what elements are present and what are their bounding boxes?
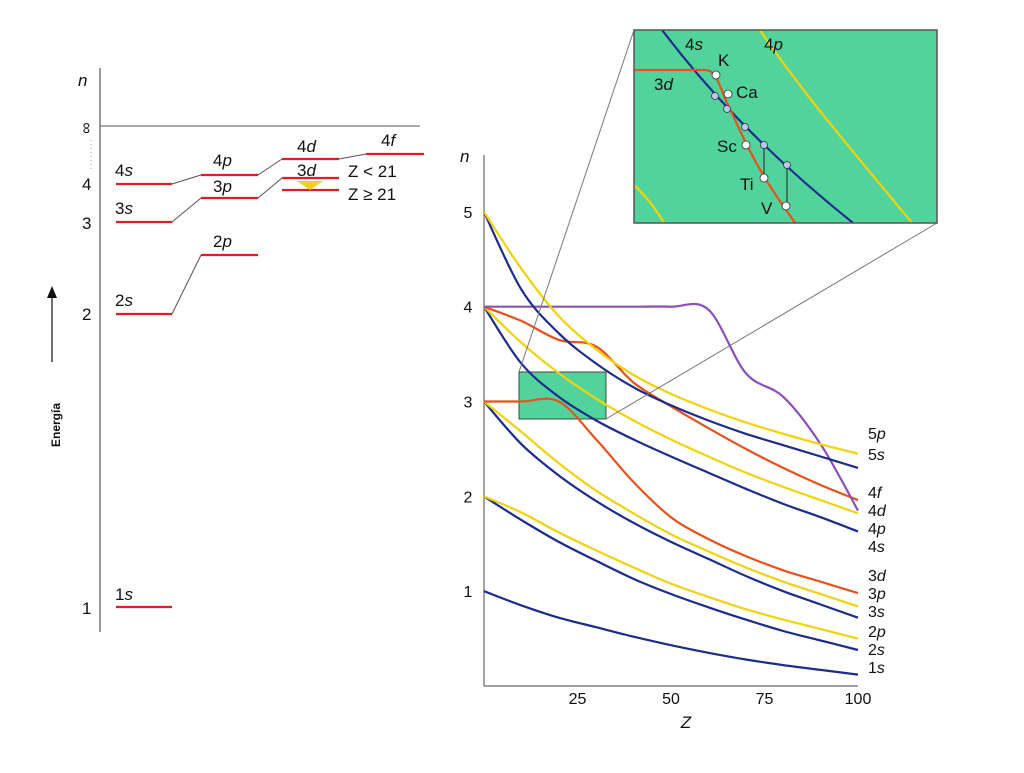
level-label-1s: 1s (115, 585, 133, 604)
inset-curve-4s (661, 30, 855, 223)
inset-label-3d: 3d (654, 75, 673, 94)
zoom-connector-left (518, 29, 635, 373)
curve-3s (483, 400, 859, 619)
inset-curves (634, 30, 914, 223)
curve-3d (484, 397, 859, 595)
inset-curve-3d (634, 68, 797, 223)
energy-vs-z-chart: n Z 25 50 75 100 1 2 3 4 5 (460, 147, 887, 732)
marker-v-3d (781, 201, 791, 211)
n-tick-2: 2 (82, 305, 91, 324)
curve-2s (483, 495, 859, 652)
level-label-3p: 3p (213, 177, 232, 196)
ytick-label-4: 4 (464, 300, 473, 317)
down-arrow-marker-icon (297, 181, 323, 190)
left-axis-n-label: n (78, 71, 87, 90)
element-label-sc: Sc (717, 137, 737, 156)
series-label-2p: 2p (868, 624, 886, 641)
ytick-label-3: 3 (464, 395, 473, 412)
series-label-5p: 5p (868, 426, 886, 443)
level-label-4p: 4p (213, 151, 232, 170)
inset-curve-4p (759, 30, 914, 223)
ytick-label-1: 1 (464, 584, 473, 601)
n-tick-1: 1 (82, 599, 91, 618)
element-label-v: V (761, 199, 773, 218)
ytick-label-2: 2 (464, 489, 473, 506)
inset-zoom-panel: 4s 4p 3d K Ca Sc Ti V (633, 29, 938, 224)
level-connectors (171, 153, 367, 315)
series-label-4s: 4s (868, 539, 885, 556)
inset-border (633, 29, 938, 224)
xtick-label-50: 50 (662, 691, 680, 708)
curve-5s (483, 211, 859, 469)
curve-2p (483, 495, 859, 640)
marker-ca-3d (723, 89, 733, 99)
inset-background (634, 30, 937, 223)
inset-element-markers (711, 70, 791, 211)
level-labels: 1s 2s 2p 3s 3p 3d 4s 4p 4d 4f (115, 131, 397, 604)
series-label-2s: 2s (868, 642, 885, 659)
infinity-symbol: ∞ (78, 122, 95, 133)
series-label-3p: 3p (868, 586, 886, 603)
series-label-3s: 3s (868, 604, 885, 621)
marker-sc-3d (741, 140, 751, 150)
curve-1s (483, 590, 859, 676)
marker-ti-4s (760, 141, 768, 149)
inset-label-4p: 4p (764, 35, 783, 54)
xtick-label-25: 25 (569, 691, 587, 708)
energy-arrow-head-icon (47, 286, 57, 298)
level-label-4f: 4f (381, 131, 397, 150)
orbital-curves (483, 211, 859, 676)
marker-ca-4s (723, 105, 731, 113)
chart-xtick-labels: 25 50 75 100 (569, 691, 872, 708)
energy-axis-label: Energía (49, 403, 63, 447)
xtick-label-75: 75 (756, 691, 774, 708)
marker-v-4s (783, 161, 791, 169)
inset-label-4s: 4s (685, 35, 703, 54)
n-tick-3: 3 (82, 214, 91, 233)
marker-k-4s (711, 92, 719, 100)
curve-4s (483, 306, 859, 533)
zoom-connector-right (605, 222, 938, 420)
series-label-4d: 4d (868, 503, 887, 520)
element-label-ti: Ti (740, 175, 754, 194)
level-lines (116, 152, 424, 609)
inset-labels: 4s 4p 3d K Ca Sc Ti V (654, 35, 783, 218)
marker-sc-4s (741, 123, 749, 131)
condition-z-less-21: Z < 21 (348, 162, 397, 181)
marker-ti-3d (759, 173, 769, 183)
curve-4p (483, 305, 859, 515)
energy-level-diagram: n ∞ 1 2 3 4 Energía (47, 68, 424, 632)
inset-connector-ticks (763, 145, 788, 205)
condition-z-ge-21: Z ≥ 21 (348, 185, 396, 204)
level-label-4s: 4s (115, 161, 133, 180)
curve-3p (483, 400, 859, 608)
ytick-label-5: 5 (464, 205, 473, 222)
marker-k-3d (711, 70, 721, 80)
level-label-3s: 3s (115, 199, 133, 218)
series-labels: 5p 5s 4f 4d 4p 4s 3d 3p 3s 2p 2s 1s (868, 426, 887, 677)
series-label-3d: 3d (868, 568, 887, 585)
level-label-4d: 4d (297, 137, 316, 156)
series-label-1s: 1s (868, 660, 885, 677)
level-label-2p: 2p (213, 232, 232, 251)
xtick-label-100: 100 (845, 691, 872, 708)
n-tick-4: 4 (82, 175, 91, 194)
element-label-ca: Ca (736, 83, 758, 102)
element-label-k: K (718, 51, 730, 70)
chart-ylabel: n (460, 147, 469, 166)
series-label-4f: 4f (868, 485, 883, 502)
inset-curve-p-lower (634, 184, 666, 223)
series-label-5s: 5s (868, 447, 885, 464)
level-label-2s: 2s (115, 291, 133, 310)
chart-ytick-labels: 1 2 3 4 5 (464, 205, 473, 601)
level-label-3d: 3d (297, 161, 316, 180)
chart-xlabel: Z (680, 713, 692, 732)
series-label-4p: 4p (868, 521, 886, 538)
